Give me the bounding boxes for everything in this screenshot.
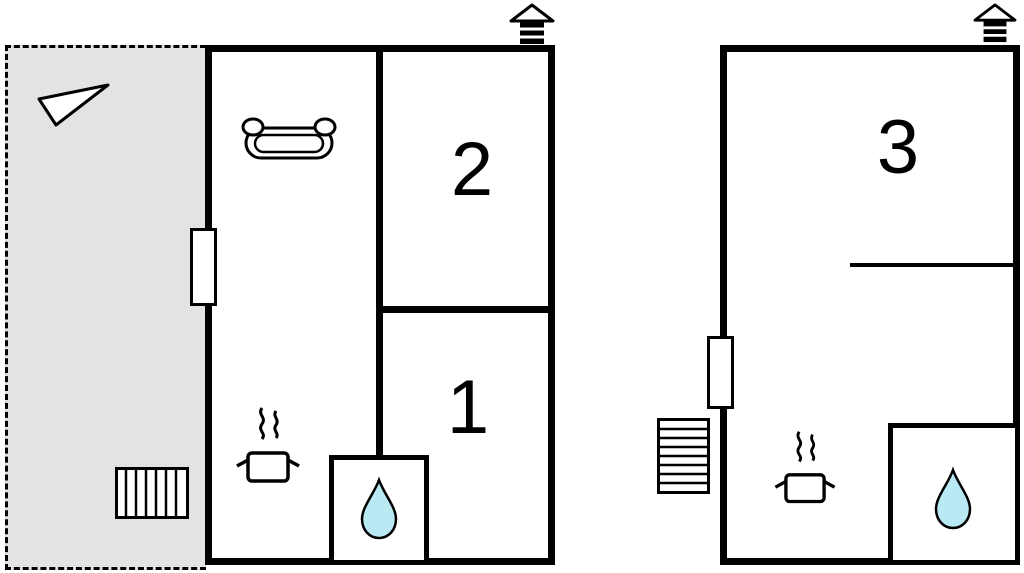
room-label-2: 2	[450, 127, 494, 212]
second-floor-plan	[720, 45, 1020, 565]
room-label-1: 1	[446, 365, 490, 450]
stove-pot-icon	[235, 404, 301, 492]
stairs-icon	[115, 467, 189, 519]
direction-arrow-icon	[36, 82, 112, 128]
interior-wall	[376, 45, 383, 313]
water-drop-icon	[931, 466, 975, 532]
interior-wall	[376, 306, 555, 313]
interior-wall	[376, 313, 383, 463]
chimney-icon	[973, 3, 1017, 43]
partial-wall	[850, 263, 1020, 267]
door-icon	[707, 336, 734, 409]
room-label-3: 3	[876, 105, 920, 190]
chimney-icon	[509, 3, 555, 45]
stove-pot-icon	[770, 428, 840, 512]
door-icon	[190, 228, 217, 306]
stairs-icon	[657, 418, 710, 494]
water-drop-icon	[357, 476, 401, 541]
sofa-icon	[240, 114, 338, 166]
